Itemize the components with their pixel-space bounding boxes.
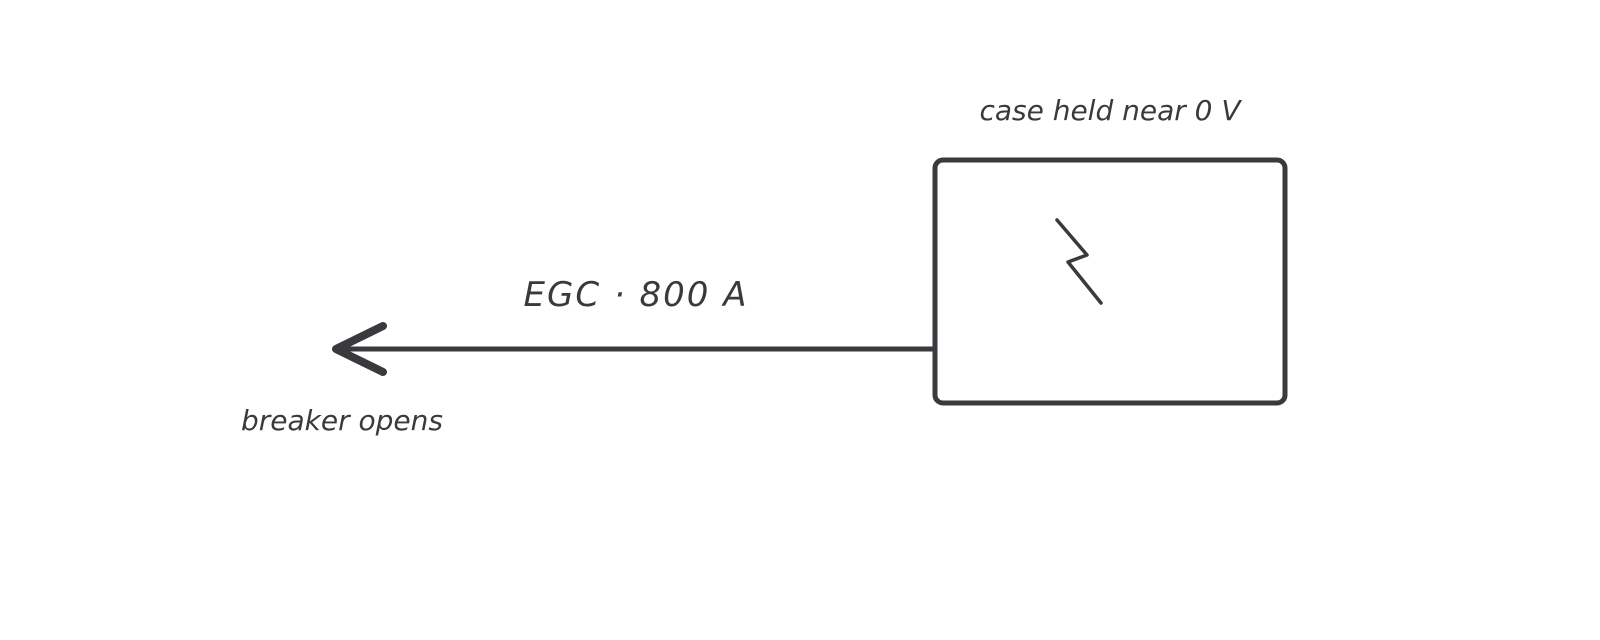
case-voltage-label: case held near 0 V [979, 94, 1242, 127]
egc-arrowhead [332, 322, 387, 376]
lightning-bolt-icon [1055, 218, 1103, 305]
breaker-opens-label: breaker opens [241, 404, 443, 437]
equipment-case-box [932, 157, 1288, 406]
egc-current-label: EGC · 800 A [524, 275, 749, 315]
